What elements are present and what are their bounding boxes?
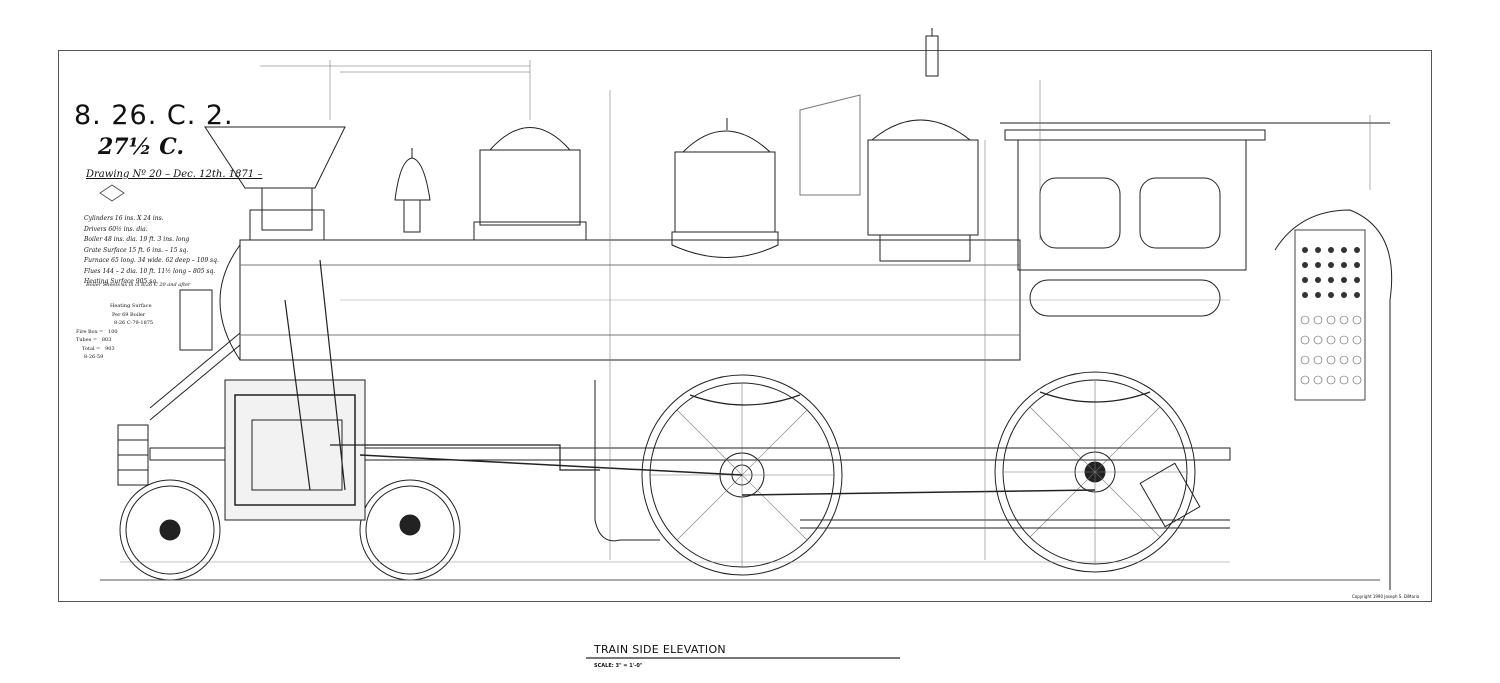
drawing-sheet [58,50,1432,602]
spec-grate: Grate Surface 15 ft. 6 ins. – 15 sq. [84,246,189,254]
side-rod [741,489,1096,496]
cylinder-assembly [224,379,366,521]
spec-furnace: Furnace 65 long. 34 wide. 62 deep – 109 … [84,257,219,264]
spec-flues: Flues 144 – 2 dia. 10 ft. 11½ long – 805… [84,267,216,275]
spec-drivers: Drivers 60½ ins. dia. [84,225,148,233]
smokestack [204,126,346,241]
rear-driver [994,371,1196,573]
heating-row-firebox: Fire Box = 100 [76,328,118,335]
firebox-section [1274,209,1393,590]
bell [394,148,431,233]
whistle [925,28,939,77]
heating-footer: 8-26-59 [84,354,104,360]
class-number: 8. 26. C. 2. [74,100,234,131]
copyright: Copyright 1990 Joseph S. DiMaria [1352,594,1420,599]
safety-valve-dome [867,119,979,262]
boiler-note: Boiler Sheets as in cl 8/26 C 20 and aft… [86,282,191,288]
leading-truck-wheels [119,479,461,581]
drawing-reference: Drawing Nº 20 – Dec. 12th. 1871 – [86,169,263,180]
heating-row-tubes: Tubes = 803 [76,337,112,343]
tube-sheet [1302,247,1360,298]
spec-heating: Heating Surface 905 sq. [84,278,158,285]
heating-header-3: 8-26 C-79-1875 [114,320,154,326]
spec-boiler: Boiler 48 ins. dia. 19 ft. 3 ins. long [84,236,190,243]
heating-header-2: Per 69 Boiler [112,311,146,318]
class-name: 27½ C. [98,134,185,160]
title-underline [586,657,900,659]
spec-list: Cylinders 16 ins. X 24 ins. Drivers 60½ … [84,214,219,288]
steam-dome [671,118,779,258]
figure-title: TRAIN SIDE ELEVATION [594,643,726,656]
front-driver [641,374,843,576]
main-rod [359,454,743,476]
heating-row-total: Total = 903 [82,345,115,352]
sand-dome [473,127,587,241]
spec-cylinders: Cylinders 16 ins. X 24 ins. [84,215,164,222]
frame [149,447,1231,461]
figure-scale: SCALE: 3" = 1'-0" [594,663,643,669]
cab [1000,122,1390,317]
heating-header-1: Heating Surface [110,303,152,309]
emblem-icon [99,184,125,202]
